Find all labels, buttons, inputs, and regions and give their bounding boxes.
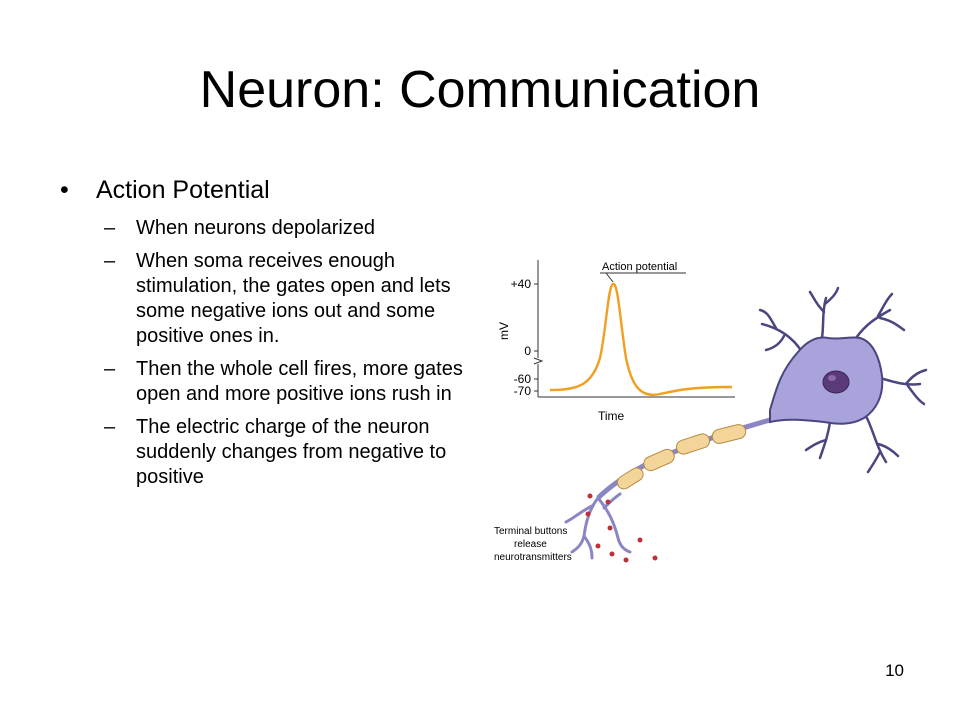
neurotransmitter-dot: [585, 511, 591, 517]
neurotransmitter-dot: [623, 557, 629, 563]
bullet-marker: •: [60, 176, 69, 204]
neurotransmitter-dot: [637, 537, 643, 543]
myelin-sheath: [616, 467, 644, 490]
dendrite: [820, 296, 828, 340]
neuron-diagram: +40 0 -60 -70 mV Time Action potential: [494, 260, 928, 563]
dash-marker: –: [104, 358, 116, 380]
dendrite: [758, 308, 778, 330]
sub-bullet-text: When soma receives enough stimulation, t…: [136, 250, 451, 347]
sub-bullet-item: – When neurons depolarized: [60, 216, 480, 241]
x-axis-label: Time: [598, 409, 625, 423]
neurotransmitter-dot: [595, 543, 601, 549]
sub-bullet-item: – When soma receives enough stimulation,…: [60, 249, 480, 349]
dash-marker: –: [104, 217, 116, 239]
terminal-branch: [602, 492, 622, 510]
dendrite: [760, 322, 804, 354]
dendrite: [866, 450, 882, 474]
sub-bullet-text: When neurons depolarized: [136, 217, 376, 239]
action-potential-graph: +40 0 -60 -70 mV Time Action potential: [497, 260, 735, 423]
y-axis-label: mV: [497, 322, 511, 340]
neurotransmitter-dot: [605, 499, 611, 505]
tick-label-plus40: +40: [511, 277, 532, 291]
neurotransmitter-dot: [587, 493, 593, 499]
nucleolus-highlight: [828, 375, 836, 381]
neuron-figure: +40 0 -60 -70 mV Time Action potential: [480, 240, 940, 590]
terminal-label-line-3: neurotransmitters: [494, 552, 572, 563]
action-potential-annotation: Action potential: [602, 261, 677, 273]
terminal-branch: [582, 534, 594, 560]
axon-terminals: [564, 492, 632, 560]
myelin-sheath: [711, 424, 747, 444]
dendrites: [758, 286, 928, 474]
sub-bullet-text: Then the whole cell fires, more gates op…: [136, 358, 463, 405]
axon: [596, 417, 771, 500]
bullet-text: Action Potential: [96, 176, 270, 204]
dendrite: [904, 368, 928, 386]
neurotransmitter-dot: [652, 555, 658, 561]
tick-label-minus60: -60: [514, 372, 532, 386]
sub-bullet-item: – Then the whole cell fires, more gates …: [60, 357, 480, 407]
dendrite: [808, 290, 826, 314]
terminal-label-line-1: Terminal buttons: [494, 526, 567, 537]
dendrite: [876, 292, 894, 318]
tick-label-zero: 0: [524, 344, 531, 358]
tick-label-minus70: -70: [514, 384, 532, 398]
sub-bullet-item: – The electric charge of the neuron sudd…: [60, 415, 480, 490]
page-number: 10: [885, 661, 904, 680]
dendrite: [876, 442, 900, 458]
dash-marker: –: [104, 416, 116, 438]
myelin-sheath: [643, 448, 675, 472]
dendrite: [854, 308, 892, 340]
sub-bullet-text: The electric charge of the neuron sudden…: [136, 416, 447, 488]
myelin-sheath: [675, 433, 711, 455]
annotation-pointer: [605, 272, 614, 283]
terminal-label-line-2: release: [514, 539, 547, 550]
dendrite: [864, 414, 888, 464]
dendrite: [764, 334, 786, 352]
slide-title: Neuron: Communication: [199, 61, 761, 119]
bullet-action-potential: • Action Potential: [60, 172, 480, 208]
axis-break-mark: [533, 357, 544, 365]
terminal-branch: [596, 496, 632, 554]
terminal-branch: [564, 504, 594, 524]
neurotransmitter-dot: [609, 551, 615, 557]
dendrite: [878, 316, 906, 332]
neurotransmitter-dot: [607, 525, 613, 531]
terminal-branch: [570, 496, 600, 554]
dash-marker: –: [104, 250, 116, 272]
dendrite: [804, 438, 828, 452]
sub-bullet-list: – When neurons depolarized – When soma r…: [60, 216, 480, 490]
dendrite: [878, 376, 922, 386]
slide-content: • Action Potential – When neurons depola…: [60, 172, 480, 498]
dendrite: [906, 384, 926, 406]
neurotransmitters: [585, 493, 658, 563]
dendrite: [823, 286, 840, 306]
action-potential-curve: [549, 282, 733, 397]
nucleus: [822, 370, 850, 394]
